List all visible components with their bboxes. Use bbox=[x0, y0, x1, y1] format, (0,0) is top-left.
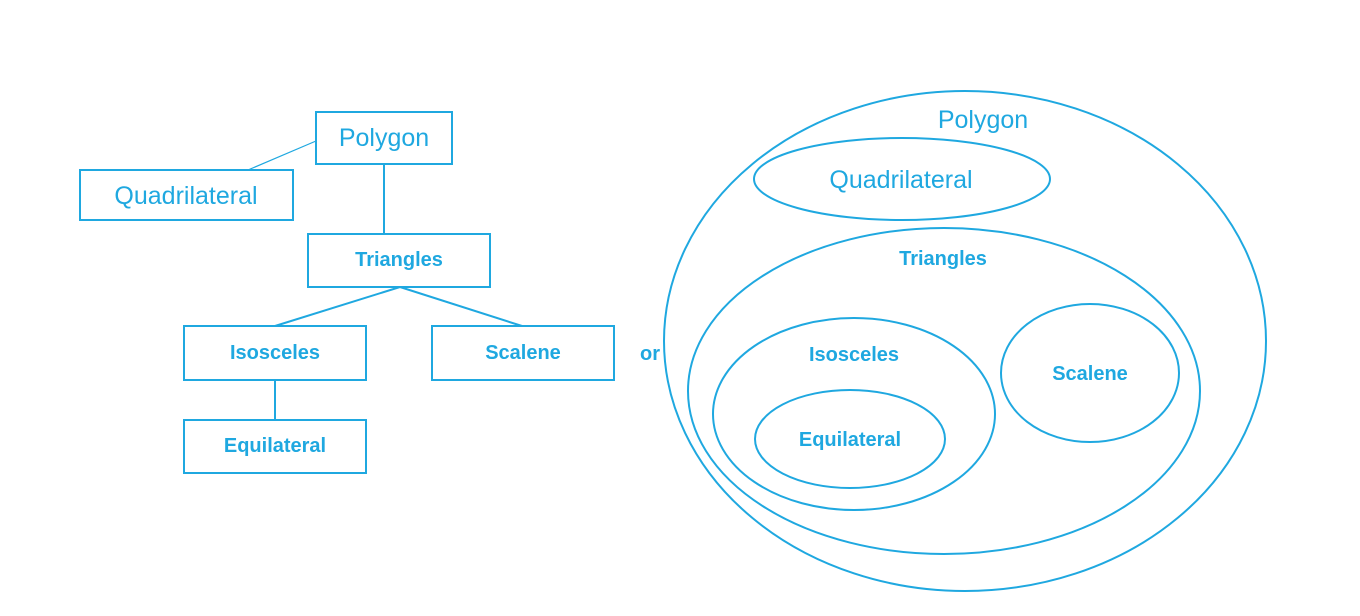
tree-node-polygon: Polygon bbox=[315, 111, 453, 165]
venn-set-isosceles-label: Isosceles bbox=[809, 344, 899, 366]
tree-node-quadrilateral-box bbox=[79, 169, 294, 221]
tree-node-isosceles-label: Isosceles bbox=[230, 342, 320, 364]
tree-node-isosceles-box bbox=[183, 325, 367, 381]
or-separator-label: or bbox=[640, 343, 660, 365]
venn-set-polygon: Polygon bbox=[663, 90, 1267, 592]
tree-node-quadrilateral-label: Quadrilateral bbox=[114, 182, 257, 210]
venn-set-quadrilateral: Quadrilateral bbox=[753, 137, 1051, 221]
tree-node-scalene-label: Scalene bbox=[485, 342, 561, 364]
venn-set-equilateral: Equilateral bbox=[754, 389, 946, 489]
tree-node-scalene: Scalene bbox=[431, 325, 615, 381]
tree-node-equilateral-box bbox=[183, 419, 367, 474]
venn-set-polygon-label: Polygon bbox=[938, 106, 1028, 134]
connector-triangles-scalene bbox=[399, 286, 523, 327]
venn-set-triangles: Triangles bbox=[687, 227, 1201, 555]
tree-node-polygon-label: Polygon bbox=[339, 124, 429, 152]
tree-node-isosceles: Isosceles bbox=[183, 325, 367, 381]
venn-set-quadrilateral-ellipse bbox=[753, 137, 1051, 221]
venn-set-polygon-ellipse bbox=[663, 90, 1267, 592]
tree-node-triangles-box bbox=[307, 233, 491, 288]
tree-node-equilateral-label: Equilateral bbox=[224, 435, 326, 457]
venn-diagram: Polygon Quadrilateral Triangles Isoscele… bbox=[663, 90, 1267, 592]
tree-node-quadrilateral: Quadrilateral bbox=[79, 169, 294, 221]
tree-node-scalene-box bbox=[431, 325, 615, 381]
venn-set-equilateral-ellipse bbox=[754, 389, 946, 489]
tree-node-triangles-label: Triangles bbox=[355, 249, 443, 271]
venn-set-scalene-label: Scalene bbox=[1052, 363, 1128, 385]
tree-diagram: Polygon Quadrilateral Triangles Isoscele… bbox=[79, 111, 615, 474]
venn-set-triangles-label: Triangles bbox=[899, 248, 987, 270]
venn-set-isosceles: Isosceles bbox=[712, 317, 996, 511]
connector-polygon-quadrilateral bbox=[247, 140, 317, 171]
venn-set-triangles-ellipse bbox=[687, 227, 1201, 555]
venn-set-scalene: Scalene bbox=[1000, 303, 1180, 443]
tree-node-triangles: Triangles bbox=[307, 233, 491, 288]
venn-set-quadrilateral-label: Quadrilateral bbox=[829, 166, 972, 194]
connector-triangles-isosceles bbox=[274, 286, 401, 327]
venn-set-scalene-ellipse bbox=[1000, 303, 1180, 443]
tree-node-equilateral: Equilateral bbox=[183, 419, 367, 474]
venn-set-equilateral-label: Equilateral bbox=[799, 429, 901, 451]
tree-node-polygon-box bbox=[315, 111, 453, 165]
venn-set-isosceles-ellipse bbox=[712, 317, 996, 511]
